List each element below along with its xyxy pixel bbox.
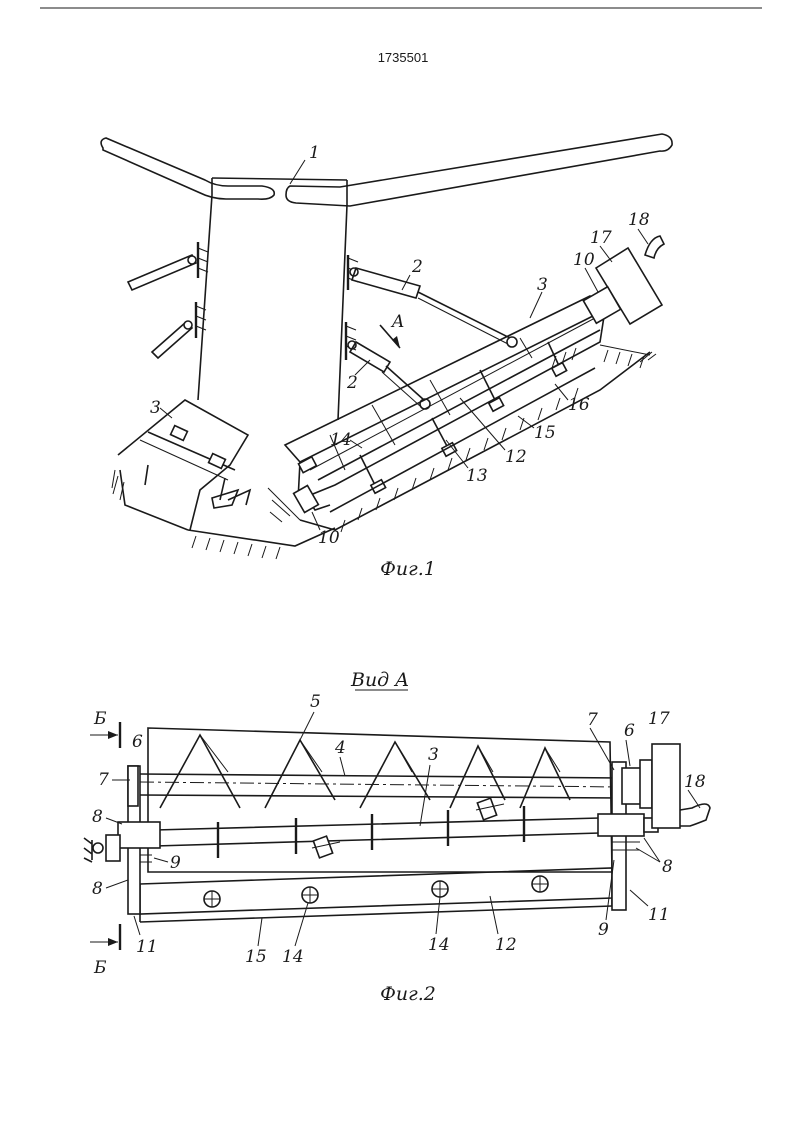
label-10-lower: 10 xyxy=(318,528,340,548)
section-mark-top xyxy=(90,722,122,748)
label-18: 18 xyxy=(628,210,650,230)
leader-1 xyxy=(289,159,306,185)
label-15: 15 xyxy=(534,423,556,443)
label-b-top: Б xyxy=(93,709,107,729)
hydraulic-cylinder-upper xyxy=(346,255,518,348)
label-14: 14 xyxy=(330,430,352,450)
label-13: 13 xyxy=(466,466,488,486)
section-mark-bottom xyxy=(90,924,122,950)
bottom-shoe xyxy=(187,527,336,547)
bar-15 xyxy=(139,905,613,923)
left-end-assembly xyxy=(83,765,161,915)
patent-number: 1735501 xyxy=(378,50,429,65)
label-16: 16 xyxy=(568,395,590,415)
label-11-right: 11 xyxy=(648,905,670,925)
label-3: 3 xyxy=(428,745,439,765)
working-body-left xyxy=(117,399,252,531)
working-body-right xyxy=(283,235,666,531)
label-15: 15 xyxy=(245,947,267,967)
ground-hatching xyxy=(111,347,657,560)
fig1-caption: Фиг.1 xyxy=(380,558,436,580)
label-7-left: 7 xyxy=(98,770,109,790)
view-arrow-a xyxy=(379,324,401,349)
support-arm-right xyxy=(285,133,673,207)
shaft-top xyxy=(139,773,623,779)
label-9-right: 9 xyxy=(598,920,609,940)
label-1: 1 xyxy=(309,143,320,163)
label-4: 4 xyxy=(334,738,346,758)
figure-1: 1 2 2 3 3 A 10 10 12 13 14 15 16 17 18 Ф… xyxy=(100,133,673,580)
label-8-right: 8 xyxy=(662,857,673,877)
label-6-right: 6 xyxy=(624,721,635,741)
shaft-bottom xyxy=(139,794,623,799)
label-14-right: 14 xyxy=(428,935,450,955)
figure-2: Вид A xyxy=(83,669,711,1005)
bolts-14 xyxy=(203,875,549,908)
label-2-lower: 2 xyxy=(346,373,358,393)
label-b-bottom: Б xyxy=(93,958,107,978)
label-14-left: 14 xyxy=(282,947,304,967)
label-3-left: 3 xyxy=(150,398,161,418)
shaft-centerline xyxy=(139,781,623,788)
label-6-left: 6 xyxy=(132,732,143,752)
hydraulic-cylinder-lower xyxy=(344,322,431,410)
fig2-title: Вид A xyxy=(350,669,409,691)
right-end-assembly xyxy=(597,743,711,911)
label-10-upper: 10 xyxy=(573,250,595,270)
clamp-1 xyxy=(311,835,341,859)
central-post xyxy=(197,178,348,421)
label-12: 12 xyxy=(505,447,527,467)
label-8-left-upper: 8 xyxy=(92,807,103,827)
label-3-right: 3 xyxy=(537,275,548,295)
label-18: 18 xyxy=(684,772,706,792)
label-7-right: 7 xyxy=(587,710,598,730)
label-17: 17 xyxy=(648,709,670,729)
label-a: A xyxy=(390,312,404,332)
label-8-left-lower: 8 xyxy=(92,879,103,899)
clamp-2 xyxy=(475,797,505,821)
fig2-caption: Фиг.2 xyxy=(380,983,436,1005)
label-17: 17 xyxy=(590,228,612,248)
label-9-left: 9 xyxy=(170,853,181,873)
label-12: 12 xyxy=(495,935,517,955)
label-5: 5 xyxy=(310,692,321,712)
support-arm-left xyxy=(100,137,276,200)
label-2-upper: 2 xyxy=(411,257,423,277)
beam-ribs xyxy=(216,806,526,858)
left-brace-rods xyxy=(126,242,209,360)
label-11-left: 11 xyxy=(136,937,158,957)
beam-3 xyxy=(154,817,601,847)
post-top xyxy=(211,177,348,181)
